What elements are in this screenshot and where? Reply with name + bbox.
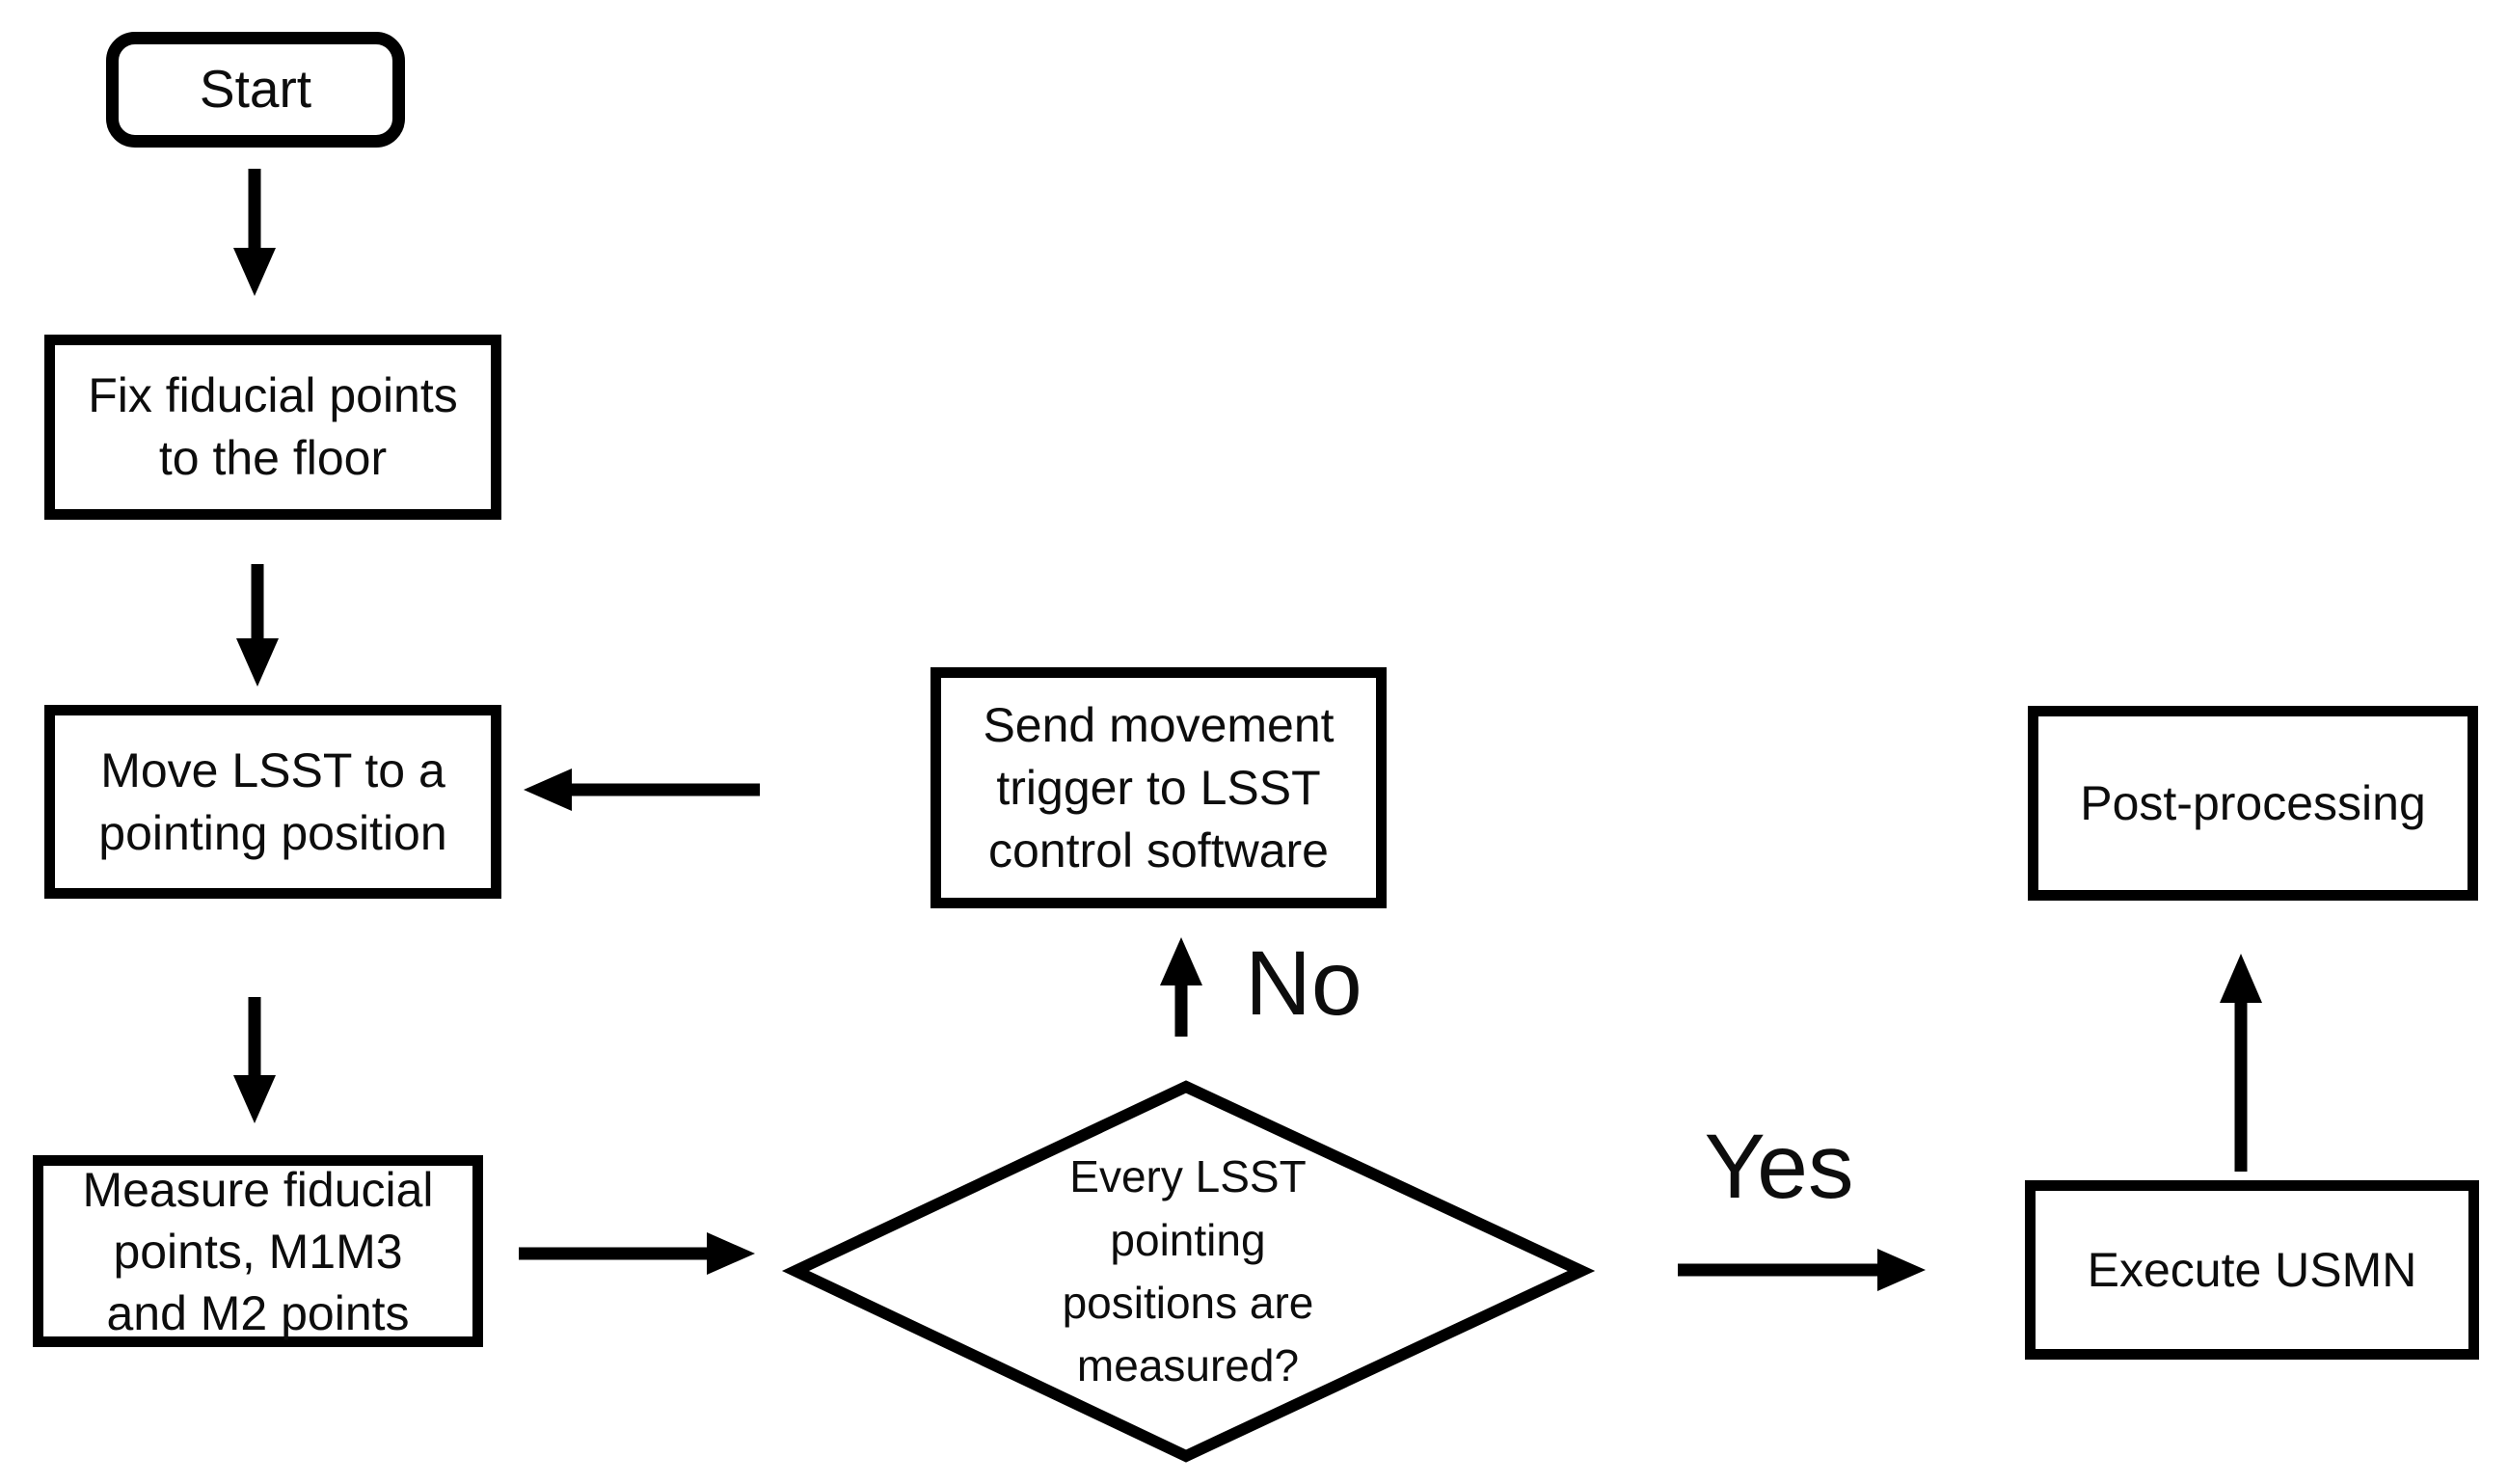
node-measure-points: Measure fiducial points, M1M3 and M2 poi…: [33, 1155, 483, 1347]
arrow-execute-to-post: [2220, 954, 2262, 1172]
node-measure-points-label: Measure fiducial points, M1M3 and M2 poi…: [82, 1162, 434, 1340]
node-post-processing: Post-processing: [2028, 706, 2478, 901]
arrow-decision-to-send-no: [1160, 937, 1202, 1037]
arrow-start-to-fix: [233, 169, 276, 296]
arrow-send-to-move: [524, 769, 760, 811]
node-start-label: Start: [199, 59, 312, 120]
arrow-measure-to-decision: [519, 1232, 755, 1275]
arrow-move-to-measure: [233, 997, 276, 1123]
node-execute-usmn: Execute USMN: [2025, 1180, 2479, 1360]
node-decision-every-position-measured: Every LSST pointing positions are measur…: [947, 1088, 1429, 1456]
node-send-movement-trigger-label: Send movement trigger to LSST control so…: [983, 697, 1335, 877]
node-start: Start: [106, 32, 405, 148]
node-send-movement-trigger: Send movement trigger to LSST control so…: [930, 667, 1387, 908]
edge-label-yes: Yes: [1704, 1115, 1854, 1218]
node-fix-fiducial-points-label: Fix fiducial points to the floor: [88, 368, 458, 485]
node-move-lsst-label: Move LSST to a pointing position: [98, 742, 447, 860]
arrow-decision-to-execute-yes: [1678, 1249, 1926, 1291]
edge-label-no: No: [1245, 931, 1362, 1035]
node-post-processing-label: Post-processing: [2080, 775, 2426, 830]
node-fix-fiducial-points: Fix fiducial points to the floor: [44, 335, 501, 520]
decision-diamond-shape: [781, 1080, 1596, 1463]
node-move-lsst: Move LSST to a pointing position: [44, 705, 501, 899]
node-decision-label: Every LSST pointing positions are measur…: [1062, 1151, 1314, 1391]
node-execute-usmn-label: Execute USMN: [2087, 1242, 2417, 1297]
arrow-fix-to-move: [236, 564, 279, 687]
